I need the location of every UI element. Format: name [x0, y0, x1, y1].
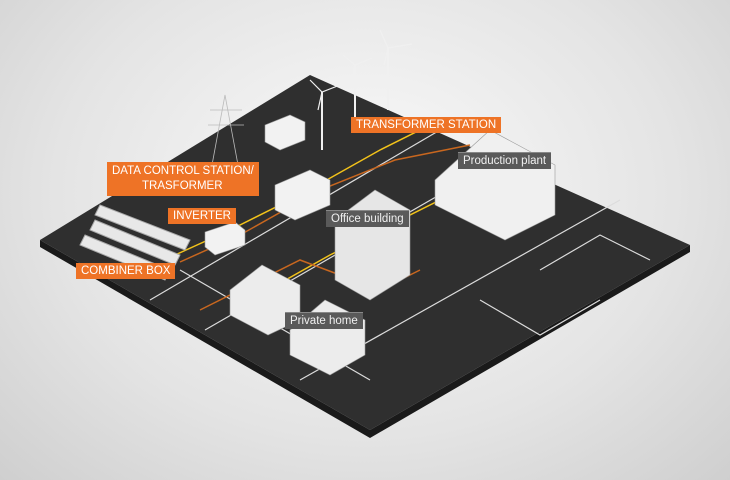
label-inverter: INVERTER [168, 208, 236, 224]
power-pylon [208, 94, 244, 166]
data-control-station [274, 169, 331, 221]
label-combiner-box: COMBINER BOX [76, 263, 176, 279]
label-production-plant: Production plant [458, 152, 552, 169]
label-line: DATA CONTROL STATION/ [112, 165, 254, 177]
label-private-home: Private home [285, 312, 363, 329]
label-data-control-station: DATA CONTROL STATION/ TRASFORMER [107, 162, 259, 196]
label-office-building: Office building [326, 210, 409, 227]
label-transformer-station: TRANSFORMER STATION [351, 117, 502, 133]
transformer-station-box [264, 114, 306, 151]
label-line: TRASFORMER [142, 180, 223, 192]
